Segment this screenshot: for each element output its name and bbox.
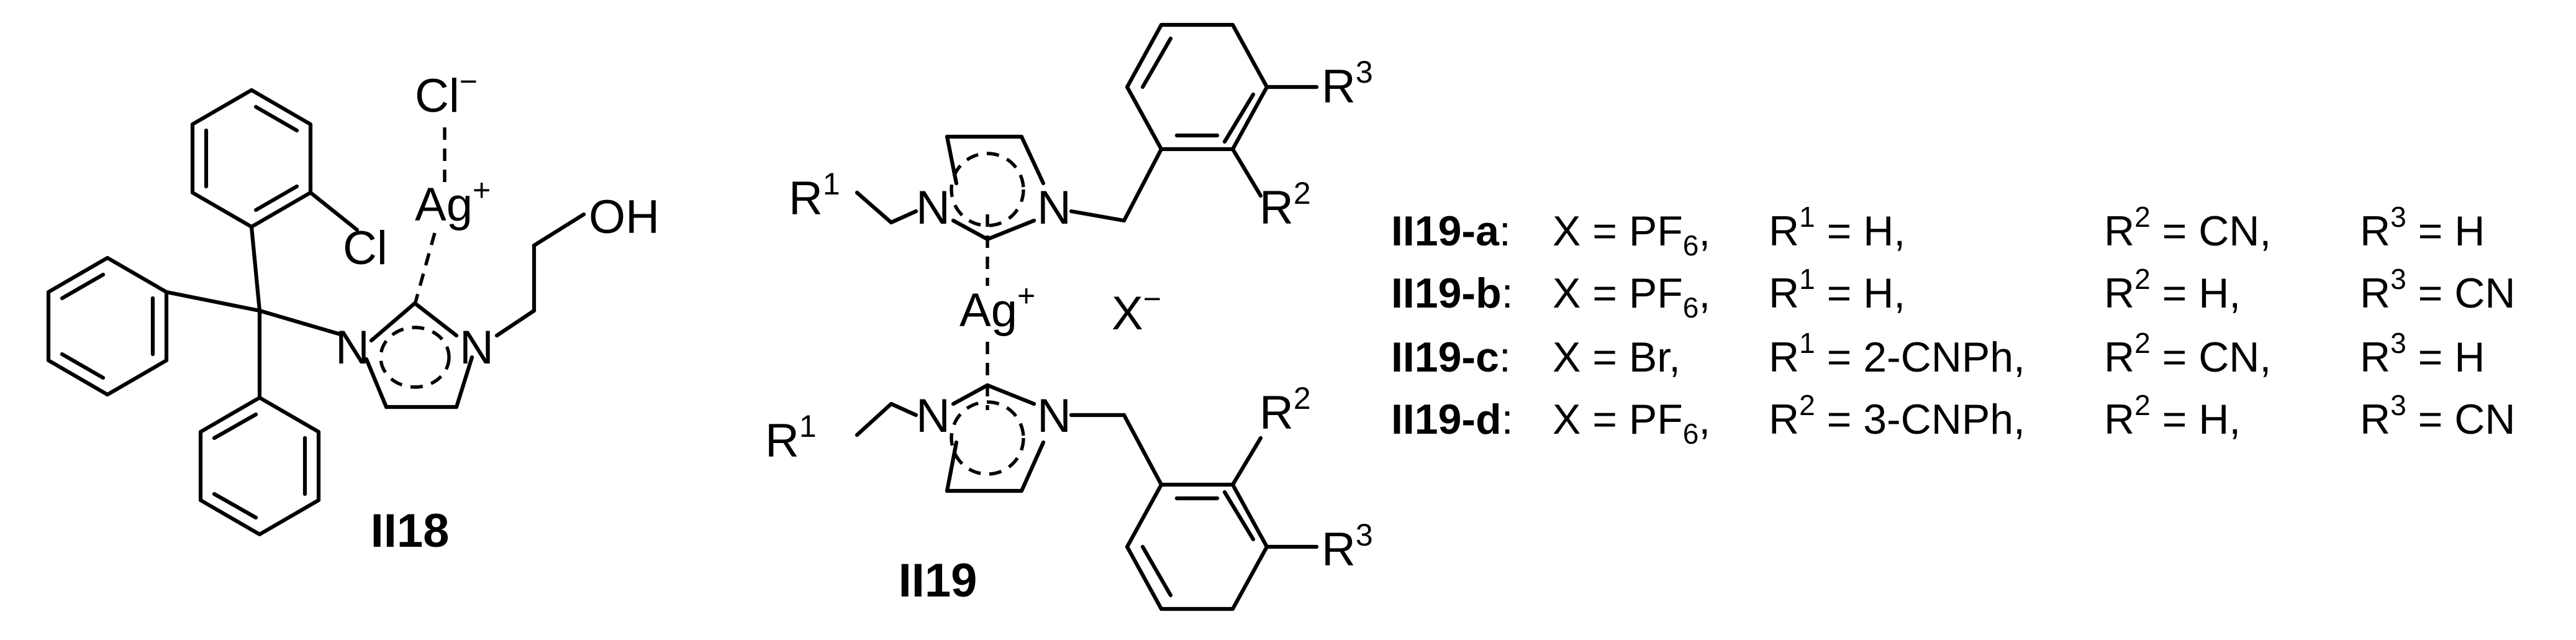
legend-row: II19-b: X = PF6, R1 = H, R2 = H, R3 = CN — [1391, 263, 2515, 324]
counterion-label: X− — [1112, 281, 1161, 340]
legend-row: II19-d: X = PF6, R2 = 3-CNPh, R2 = H, R3 = C… — [1391, 389, 2515, 450]
legend-row: II19-a: X = PF6, R1 = H, R2 = CN, R3 = H — [1391, 201, 2485, 262]
aryl-chloro-label: Cl — [343, 222, 388, 275]
legend-r1-value: R1 = H, — [1769, 263, 1905, 317]
legend-counterion: X = PF6, — [1553, 208, 1710, 262]
compound-label-ii18: II18 — [371, 505, 450, 557]
compound-ii19: R1 R2 R3 N N Ag+ X− R1 N N R2 R3 II19 — [765, 22, 1373, 611]
legend-r1-value: R1 = H, — [1769, 201, 1905, 255]
legend-r2-value: R2 = H, — [2104, 389, 2241, 443]
substituent-legend: II19-a:X = PF6,R1 = H,R2 = CN,R3 = HII19… — [1391, 201, 2515, 450]
legend-counterion: X = Br, — [1553, 334, 1680, 381]
legend-r1-value: R1 = 2-CNPh, — [1769, 327, 2025, 381]
r3-upper-label: R3 — [1322, 55, 1373, 113]
r1-upper-label: R1 — [789, 167, 840, 225]
r2-upper-label: R2 — [1259, 176, 1311, 234]
legend-r3-value: R3 = CN — [2360, 389, 2515, 443]
legend-r3-value: R3 = H — [2360, 327, 2485, 381]
legend-compound-id: II19-b: — [1391, 270, 1513, 317]
nitrogen-lower-left: N — [916, 390, 950, 442]
legend-r1-value: R2 = 3-CNPh, — [1769, 389, 2025, 443]
lower-nhc-ligand — [855, 383, 1319, 611]
chloride-ion-label: Cl− — [415, 64, 478, 122]
silver-ion-label: Ag+ — [415, 173, 491, 231]
nitrogen-upper-left: N — [916, 181, 950, 234]
phenyl-ring-bottom — [198, 395, 321, 537]
legend-counterion: X = PF6, — [1553, 270, 1710, 324]
imidazole-nitrogen-left: N — [335, 321, 370, 374]
legend-compound-id: II19-a: — [1391, 208, 1511, 255]
r2-lower-label: R2 — [1259, 381, 1311, 439]
legend-row: II19-c: X = Br, R1 = 2-CNPh, R2 = CN, R3 = H — [1391, 327, 2485, 381]
legend-r2-value: R2 = CN, — [2104, 201, 2271, 255]
legend-r3-value: R3 = CN — [2360, 263, 2515, 317]
legend-r2-value: R2 = CN, — [2104, 327, 2271, 381]
legend-compound-id: II19-d: — [1391, 396, 1513, 443]
legend-r2-value: R2 = H, — [2104, 263, 2241, 317]
phenyl-ring-left — [46, 255, 169, 397]
nitrogen-upper-right: N — [1037, 181, 1071, 234]
imidazolium-ring-ii18 — [364, 212, 586, 409]
nitrogen-lower-right: N — [1037, 390, 1071, 442]
compound-label-ii19: II19 — [899, 554, 977, 607]
imidazole-nitrogen-right: N — [460, 321, 494, 374]
r3-lower-label: R3 — [1322, 518, 1373, 576]
upper-nhc-ligand — [855, 22, 1319, 242]
compound-ii18: Cl− Ag+ Cl OH N N II18 — [46, 64, 660, 557]
legend-counterion: X = PF6, — [1553, 396, 1710, 450]
r1-lower-label: R1 — [765, 409, 817, 467]
hydroxyl-label: OH — [589, 191, 660, 244]
trityl-center-bonds — [164, 224, 343, 400]
legend-r3-value: R3 = H — [2360, 201, 2485, 255]
silver-ion-label-ii19: Ag+ — [959, 278, 1035, 337]
chlorophenyl-ring — [190, 88, 360, 232]
legend-compound-id: II19-c: — [1391, 334, 1511, 381]
